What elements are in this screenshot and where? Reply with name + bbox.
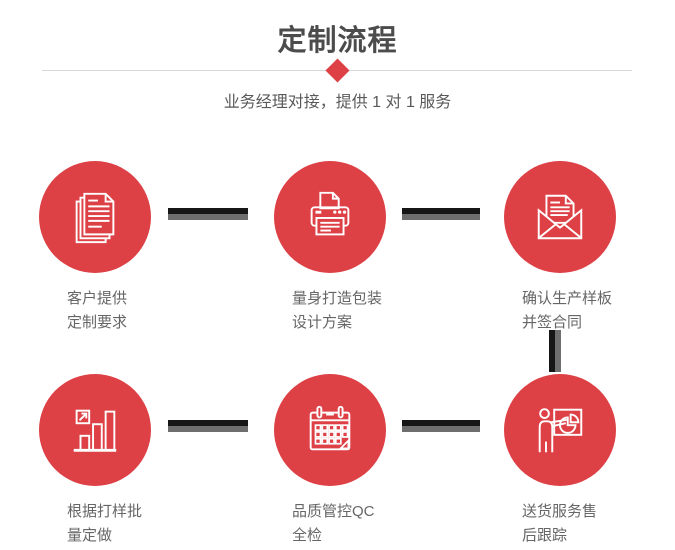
step-label-2-line2: 设计方案	[292, 314, 353, 331]
envelope-icon	[537, 194, 583, 240]
connector-step1-step2	[168, 208, 248, 220]
bar-chart-icon	[73, 409, 117, 452]
step-label-3: 确认生产样板 并签合同	[522, 287, 612, 335]
diamond-accent-icon	[325, 58, 350, 83]
step-label-6-line1: 送货服务售	[522, 503, 598, 520]
step-label-1-line2: 定制要求	[67, 314, 128, 331]
page-subtitle: 业务经理对接，提供 1 对 1 服务	[223, 94, 452, 111]
step-circle-1	[39, 161, 151, 273]
presenter-icon	[538, 408, 583, 453]
step-label-4-line1: 根据打样批	[67, 503, 143, 520]
printer-icon	[310, 191, 350, 236]
step-label-6: 送货服务售 后跟踪	[522, 500, 597, 548]
step-circle-6	[504, 374, 616, 486]
step-label-3-line2: 并签合同	[522, 314, 583, 331]
connector-step3-step6	[549, 330, 561, 372]
step-label-6-line2: 后跟踪	[522, 527, 568, 544]
step-label-1: 客户提供 定制要求	[67, 287, 127, 335]
step-circle-3	[504, 161, 616, 273]
step-label-1-line1: 客户提供	[67, 290, 128, 307]
step-label-5-line2: 全检	[292, 527, 323, 544]
step-label-4-line2: 量定做	[67, 527, 113, 544]
step-label-5: 品质管控QC 全检	[292, 500, 375, 548]
step-circle-5	[274, 374, 386, 486]
step-label-4: 根据打样批 量定做	[67, 500, 142, 548]
connector-step2-step3	[402, 208, 480, 220]
step-circle-2	[274, 161, 386, 273]
documents-icon	[75, 192, 115, 244]
connector-step4-step5	[168, 420, 248, 432]
connector-step5-step6	[402, 420, 480, 432]
step-label-2-line1: 量身打造包装	[292, 290, 383, 307]
calendar-icon	[309, 405, 351, 451]
step-circle-4	[39, 374, 151, 486]
step-label-2: 量身打造包装 设计方案	[292, 287, 382, 335]
step-label-3-line1: 确认生产样板	[522, 290, 613, 307]
step-label-5-line1: 品质管控QC	[292, 503, 375, 520]
page-title: 定制流程	[277, 25, 398, 57]
